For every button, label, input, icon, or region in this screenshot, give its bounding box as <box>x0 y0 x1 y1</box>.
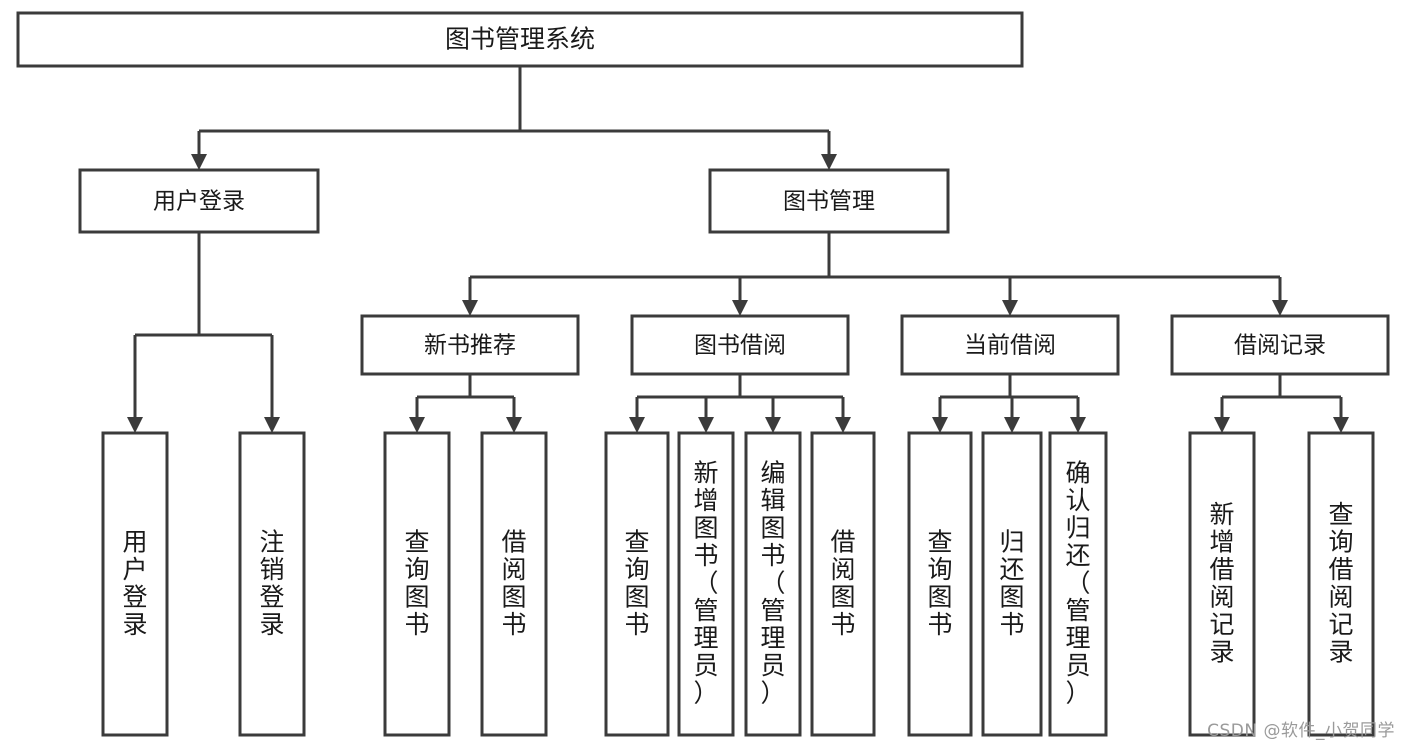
node-box[interactable] <box>101 431 169 737</box>
node-label: 借阅记录 <box>1234 333 1326 359</box>
edge-arrow-icon <box>1333 417 1349 433</box>
node-leaf-add-record[interactable]: 新增借阅记录 <box>1188 431 1256 737</box>
node-label: 查询借阅记录 <box>1328 500 1353 667</box>
edge-arrow-icon <box>765 417 781 433</box>
edge-layer <box>127 66 1349 433</box>
edge-arrow-icon <box>506 417 522 433</box>
edge-arrow-icon <box>732 300 748 316</box>
node-label: 图书管理 <box>783 189 875 215</box>
node-label: 确认归还（管理员） <box>1065 459 1090 708</box>
node-box[interactable] <box>810 431 876 737</box>
node-box[interactable] <box>238 431 306 737</box>
edge-arrow-icon <box>1272 300 1288 316</box>
edge-arrow-icon <box>821 154 837 170</box>
node-layer: 图书管理系统用户登录图书管理新书推荐图书借阅当前借阅借阅记录用户登录注销登录查询… <box>16 11 1390 737</box>
edge-arrow-icon <box>1070 417 1086 433</box>
node-box[interactable] <box>900 314 1120 376</box>
edge-arrow-icon <box>1214 417 1230 433</box>
edge-arrow-icon <box>698 417 714 433</box>
node-leaf-query-record[interactable]: 查询借阅记录 <box>1307 431 1375 737</box>
node-box[interactable] <box>360 314 580 376</box>
node-box[interactable] <box>1170 314 1390 376</box>
node-label: 查询图书 <box>927 527 952 639</box>
edge-arrow-icon <box>409 417 425 433</box>
node-leaf-borrow-book-1[interactable]: 借阅图书 <box>480 431 548 737</box>
node-label: 注销登录 <box>259 527 284 639</box>
node-label: 用户登录 <box>153 189 245 215</box>
node-box[interactable] <box>1048 431 1108 737</box>
node-label: 图书借阅 <box>694 333 786 359</box>
edge-arrow-icon <box>1002 300 1018 316</box>
node-box[interactable] <box>677 431 735 737</box>
node-label: 借阅图书 <box>501 527 526 639</box>
edge-arrow-icon <box>127 417 143 433</box>
edge-arrow-icon <box>835 417 851 433</box>
node-bookmgmt[interactable]: 图书管理 <box>708 168 950 234</box>
node-leaf-borrow-book-2[interactable]: 借阅图书 <box>810 431 876 737</box>
node-box[interactable] <box>981 431 1043 737</box>
node-record[interactable]: 借阅记录 <box>1170 314 1390 376</box>
edge-arrow-icon <box>462 300 478 316</box>
edge-arrow-icon <box>264 417 280 433</box>
node-box[interactable] <box>630 314 850 376</box>
edge-arrow-icon <box>1004 417 1020 433</box>
node-label: 查询图书 <box>404 527 429 639</box>
node-box[interactable] <box>604 431 670 737</box>
node-newbook[interactable]: 新书推荐 <box>360 314 580 376</box>
node-borrow[interactable]: 图书借阅 <box>630 314 850 376</box>
node-label: 编辑图书（管理员） <box>760 459 785 708</box>
node-label: 新增借阅记录 <box>1209 500 1234 667</box>
node-current[interactable]: 当前借阅 <box>900 314 1120 376</box>
node-label: 查询图书 <box>624 527 649 639</box>
node-box[interactable] <box>1188 431 1256 737</box>
node-label: 新书推荐 <box>424 333 516 359</box>
edge-arrow-icon <box>932 417 948 433</box>
node-leaf-confirm-return[interactable]: 确认归还（管理员） <box>1048 431 1108 737</box>
node-box[interactable] <box>480 431 548 737</box>
node-login[interactable]: 用户登录 <box>78 168 320 234</box>
node-label: 用户登录 <box>122 527 147 639</box>
node-leaf-add-book[interactable]: 新增图书（管理员） <box>677 431 735 737</box>
node-box[interactable] <box>78 168 320 234</box>
node-box[interactable] <box>907 431 973 737</box>
node-label: 图书管理系统 <box>445 25 595 54</box>
node-label: 归还图书 <box>999 527 1024 639</box>
node-label: 当前借阅 <box>964 333 1056 359</box>
node-leaf-user-login[interactable]: 用户登录 <box>101 431 169 737</box>
node-leaf-edit-book[interactable]: 编辑图书（管理员） <box>744 431 802 737</box>
node-box[interactable] <box>1307 431 1375 737</box>
node-leaf-return-book[interactable]: 归还图书 <box>981 431 1043 737</box>
node-box[interactable] <box>383 431 451 737</box>
node-box[interactable] <box>16 11 1024 68</box>
node-leaf-query-book-1[interactable]: 查询图书 <box>383 431 451 737</box>
node-box[interactable] <box>744 431 802 737</box>
node-label: 新增图书（管理员） <box>693 459 718 708</box>
node-label: 借阅图书 <box>830 527 855 639</box>
edge-arrow-icon <box>629 417 645 433</box>
node-box[interactable] <box>708 168 950 234</box>
node-leaf-query-book-3[interactable]: 查询图书 <box>907 431 973 737</box>
edge-arrow-icon <box>191 154 207 170</box>
node-leaf-query-book-2[interactable]: 查询图书 <box>604 431 670 737</box>
node-root[interactable]: 图书管理系统 <box>16 11 1024 68</box>
node-leaf-logout[interactable]: 注销登录 <box>238 431 306 737</box>
